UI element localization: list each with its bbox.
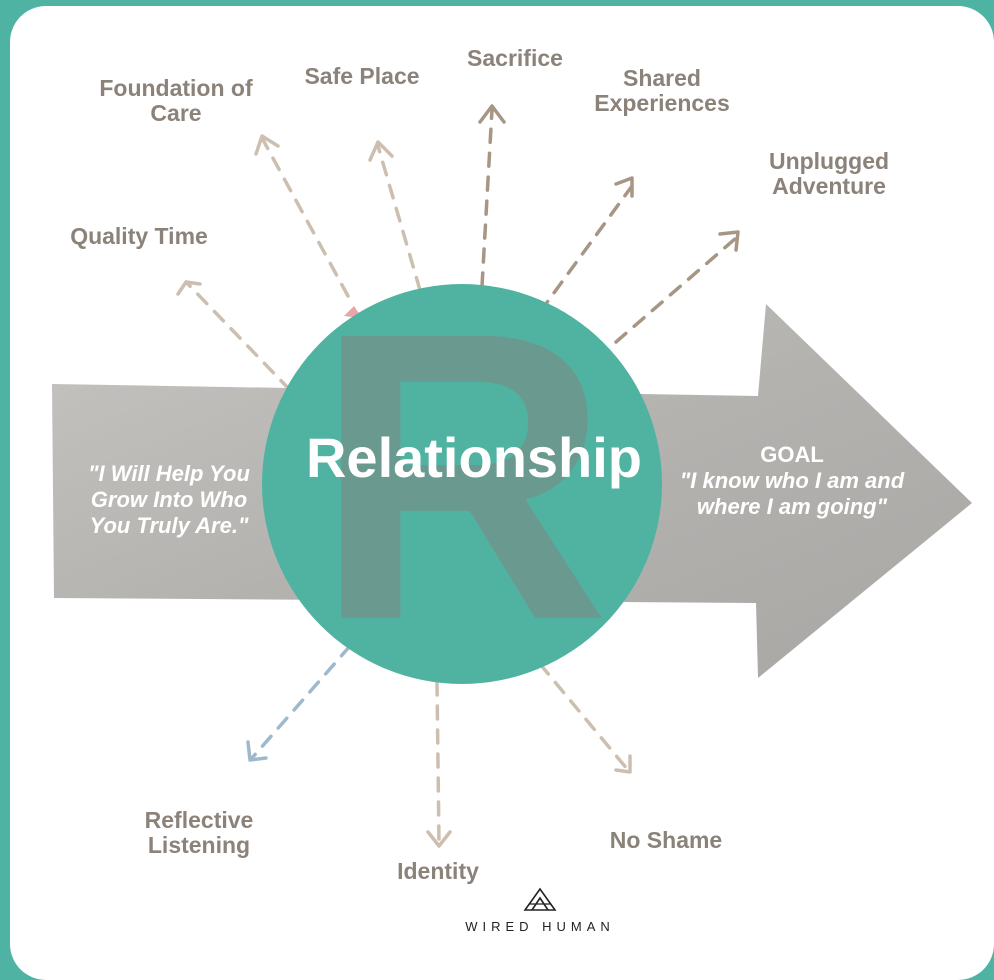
mountain-logo-icon — [523, 887, 557, 911]
big-letter-r: R — [314, 247, 610, 705]
arrowhead-shared-experiences — [614, 176, 634, 198]
arrowhead-sacrifice — [478, 104, 506, 124]
arrowhead-foundation-of-care — [254, 134, 280, 156]
arrow-line-foundation-of-care — [260, 136, 350, 298]
label-quality-time-line-1: Quality Time — [70, 223, 208, 249]
diagram-canvas: R — [52, 104, 972, 848]
label-unplugged-line-2: Adventure — [772, 173, 886, 199]
label-reflective-line-2: Listening — [147, 832, 251, 858]
label-safe-place: Safe Place — [292, 64, 432, 89]
goal-title: GOAL — [760, 442, 824, 467]
arrowhead-reflective-listening — [246, 740, 268, 762]
arrow-line-unplugged-adventure — [614, 236, 738, 344]
label-identity: Identity — [378, 859, 498, 884]
relationship-title: Relationship — [305, 426, 643, 489]
arrow-line-shared-experiences — [538, 184, 634, 314]
label-no-shame-line-1: No Shame — [609, 827, 723, 853]
goal-line-2: where I am going" — [696, 494, 888, 519]
brand-logo: WIRED HUMAN — [440, 886, 640, 934]
goal-text: GOAL "I know who I am and where I am goi… — [664, 442, 920, 520]
label-unplugged-line-1: Unplugged — [768, 148, 890, 174]
label-shared-line-1: Shared — [623, 65, 701, 91]
arrowhead-identity — [426, 830, 452, 848]
label-quality-time: Quality Time — [54, 224, 224, 249]
brand-name: WIRED HUMAN — [465, 919, 615, 934]
arrowhead-quality-time — [176, 280, 202, 296]
label-unplugged-adventure: Unplugged Adventure — [754, 149, 904, 199]
label-sacrifice: Sacrifice — [450, 46, 580, 71]
label-reflective-listening: Reflective Listening — [124, 808, 274, 858]
label-shared-line-2: Experiences — [594, 90, 730, 116]
label-reflective-line-1: Reflective — [144, 807, 254, 833]
label-foundation-of-care: Foundation of Care — [86, 76, 266, 126]
arrow-line-reflective-listening — [250, 644, 352, 760]
label-no-shame: No Shame — [594, 828, 738, 853]
left-quote-line-2: Grow Into Who — [90, 487, 248, 512]
arrowhead-safe-place — [368, 140, 394, 162]
arrow-line-no-shame — [538, 662, 630, 772]
label-safe-place-line-1: Safe Place — [304, 63, 420, 89]
arrow-line-sacrifice — [480, 108, 494, 288]
left-quote-line-3: You Truly Are." — [89, 513, 249, 538]
goal-line-1: "I know who I am and — [679, 468, 905, 493]
arrow-line-quality-time — [184, 280, 292, 392]
arrow-line-safe-place — [376, 144, 422, 292]
left-quote-line-1: "I Will Help You — [88, 461, 250, 486]
card: R Relationship "I Will Help You Grow Int… — [10, 6, 994, 980]
arrow-line-identity — [435, 680, 441, 846]
label-sacrifice-line-1: Sacrifice — [467, 45, 563, 71]
left-quote: "I Will Help You Grow Into Who You Truly… — [64, 461, 274, 539]
label-foundation-line-1: Foundation of — [99, 75, 253, 101]
label-foundation-line-2: Care — [150, 100, 202, 126]
arrowhead-unplugged-adventure — [718, 230, 740, 252]
arrowhead-no-shame — [614, 754, 632, 774]
label-identity-line-1: Identity — [397, 858, 479, 884]
label-shared-experiences: Shared Experiences — [582, 66, 742, 116]
relationship-circle — [262, 284, 662, 684]
